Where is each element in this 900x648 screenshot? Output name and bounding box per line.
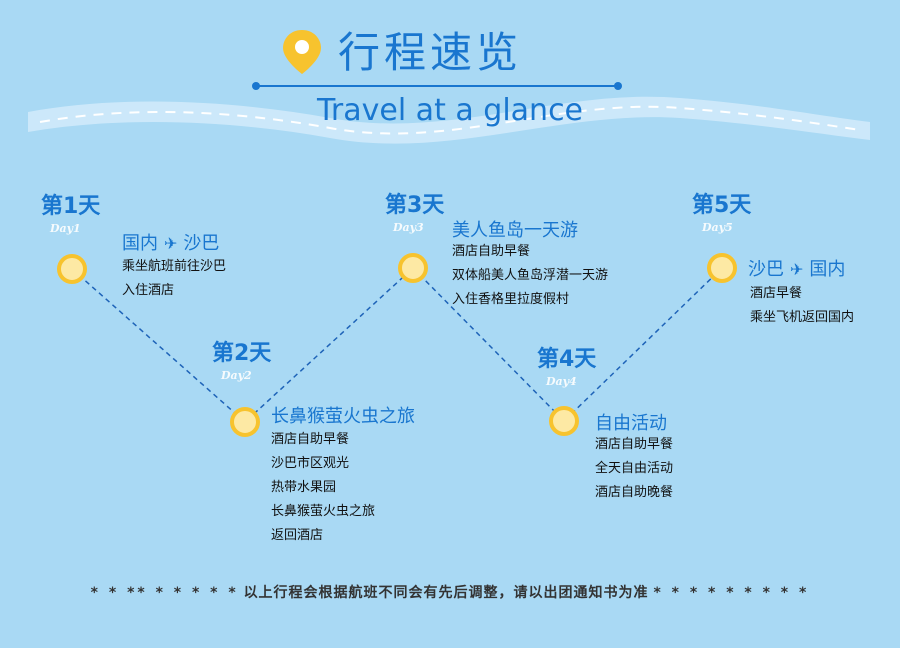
activity-item: 酒店早餐: [750, 286, 803, 301]
day-2-label: 第2天: [212, 341, 272, 366]
footer-note: * * ** * * * * * 以上行程会根据航班不同会有先后调整，请以出团通…: [0, 583, 900, 603]
wave-dashes: [39, 105, 861, 135]
underline-dot-left: [252, 82, 260, 90]
wave-ribbon: [28, 96, 870, 144]
day-4-label: 第4天: [537, 347, 597, 372]
activity-item: 沙巴市区观光: [271, 456, 350, 471]
route-path: [71, 266, 723, 424]
underline-dot-right: [614, 82, 622, 90]
activity-item: 入住酒店: [122, 283, 175, 298]
day-4-activities: 酒店自助早餐 全天自由活动 酒店自助晚餐: [595, 433, 673, 505]
activity-item: 长鼻猴萤火虫之旅: [271, 504, 376, 519]
day-1-activities: 乘坐航班前往沙巴 入住酒店: [122, 255, 226, 303]
day-3-title-text: 美人鱼岛一天游: [452, 220, 578, 241]
day-3-label: 第3天: [385, 193, 445, 218]
activity-item: 酒店自助早餐: [595, 437, 674, 452]
airplane-icon: ✈: [164, 234, 178, 253]
day-1-marker: [57, 254, 87, 284]
activity-item: 酒店自助早餐: [271, 432, 350, 447]
day-2-activities: 酒店自助早餐 沙巴市区观光 热带水果园 长鼻猴萤火虫之旅 返回酒店: [271, 428, 375, 548]
location-pin-icon: [283, 30, 321, 74]
day-4-sub: Day4: [546, 375, 577, 388]
page-title: 行程速览: [338, 28, 523, 77]
day-5-origin: 沙巴: [748, 259, 784, 280]
day-3-title: 美人鱼岛一天游: [452, 220, 578, 242]
activity-item: 热带水果园: [271, 480, 337, 495]
day-4-title-text: 自由活动: [595, 413, 667, 434]
day-1-label: 第1天: [41, 194, 101, 219]
day-3-sub: Day3: [393, 221, 424, 234]
activity-item: 双体船美人鱼岛浮潜一天游: [452, 268, 609, 283]
day-5-title: 沙巴 ✈ 国内: [748, 259, 845, 281]
day-2-title: 长鼻猴萤火虫之旅: [271, 406, 415, 428]
airplane-icon: ✈: [790, 260, 804, 279]
day-1-sub: Day1: [50, 222, 81, 235]
day-5-marker: [707, 253, 737, 283]
page-subtitle: Travel at a glance: [316, 93, 584, 128]
activity-item: 乘坐航班前往沙巴: [122, 259, 227, 274]
day-5-sub: Day5: [702, 221, 733, 234]
activity-item: 乘坐飞机返回国内: [750, 310, 855, 325]
day-3-activities: 酒店自助早餐 双体船美人鱼岛浮潜一天游 入住香格里拉度假村: [452, 240, 608, 312]
activity-item: 返回酒店: [271, 528, 324, 543]
day-3-marker: [398, 253, 428, 283]
day-4-title: 自由活动: [595, 413, 667, 435]
day-1-destination: 沙巴: [183, 233, 220, 254]
activity-item: 酒店自助早餐: [452, 244, 531, 259]
day-2-sub: Day2: [221, 369, 252, 382]
day-5-activities: 酒店早餐 乘坐飞机返回国内: [750, 282, 854, 330]
footer-text: 以上行程会根据航班不同会有先后调整，请以出团通知书为准: [243, 585, 649, 601]
footer-stars-left: * * ** * * * * *: [90, 585, 239, 601]
day-1-origin: 国内: [122, 233, 158, 254]
day-1-title: 国内 ✈ 沙巴: [122, 233, 219, 255]
activity-item: 酒店自助晚餐: [595, 485, 674, 500]
day-2-marker: [230, 407, 260, 437]
activity-item: 入住香格里拉度假村: [452, 292, 570, 307]
day-4-marker: [549, 406, 579, 436]
footer-stars-right: * * * * * * * * *: [653, 585, 810, 601]
day-5-destination: 国内: [809, 259, 846, 280]
day-5-label: 第5天: [692, 193, 752, 218]
day-2-title-text: 长鼻猴萤火虫之旅: [271, 406, 415, 427]
activity-item: 全天自由活动: [595, 461, 674, 476]
